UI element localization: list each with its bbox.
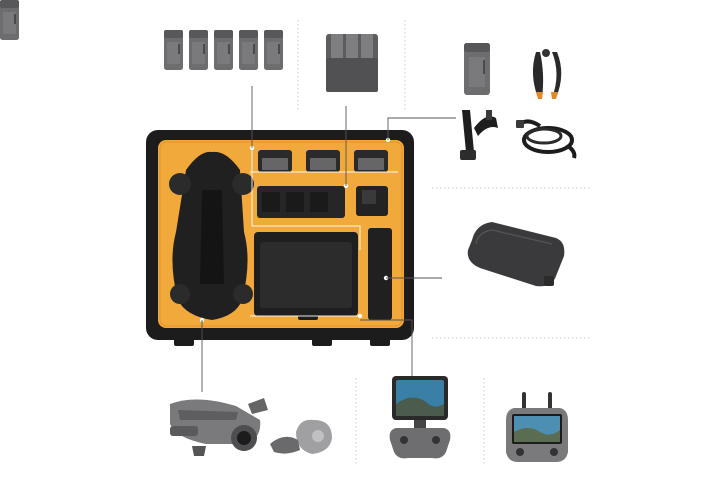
spare-battery-icon bbox=[464, 43, 490, 95]
charging-hub-icon bbox=[326, 34, 378, 92]
propeller-pair-icon bbox=[532, 49, 562, 99]
lanyard-icon bbox=[460, 110, 498, 160]
gimbal-cover-icon bbox=[270, 419, 332, 454]
leader-lines bbox=[201, 86, 456, 392]
screen-remote-controller-icon bbox=[506, 392, 568, 462]
phone-remote-controller-icon bbox=[389, 376, 451, 459]
battery-row-icon bbox=[0, 0, 283, 70]
foam-case-icon bbox=[146, 130, 414, 346]
storage-pouch-icon bbox=[467, 222, 565, 287]
drone-body-icon bbox=[170, 398, 268, 456]
divider-lines bbox=[297, 20, 590, 465]
cable-bundle-icon bbox=[516, 119, 577, 159]
